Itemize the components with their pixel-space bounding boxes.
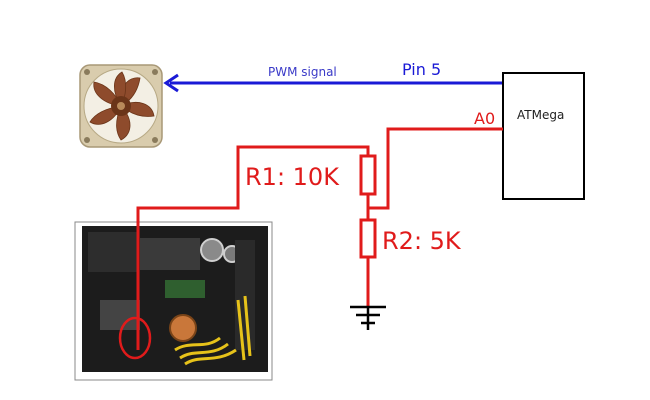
atmega-box: [502, 72, 585, 200]
atmega-label: ATMega: [517, 108, 564, 122]
pwm-wire: [163, 73, 503, 93]
ground-symbol: [350, 305, 386, 330]
pwm-signal-label: PWM signal: [268, 65, 337, 79]
power-supply-image: [74, 221, 273, 381]
a0-label: A0: [474, 109, 495, 128]
r1-label: R1: 10K: [245, 163, 340, 191]
pin5-label: Pin 5: [402, 60, 441, 79]
arrowhead-icon: [163, 73, 179, 93]
r2-label: R2: 5K: [382, 227, 462, 255]
resistor-r2: [359, 218, 377, 259]
fan-icon: [79, 64, 163, 148]
resistor-r1: [359, 154, 377, 196]
sense-wire: [136, 127, 503, 350]
